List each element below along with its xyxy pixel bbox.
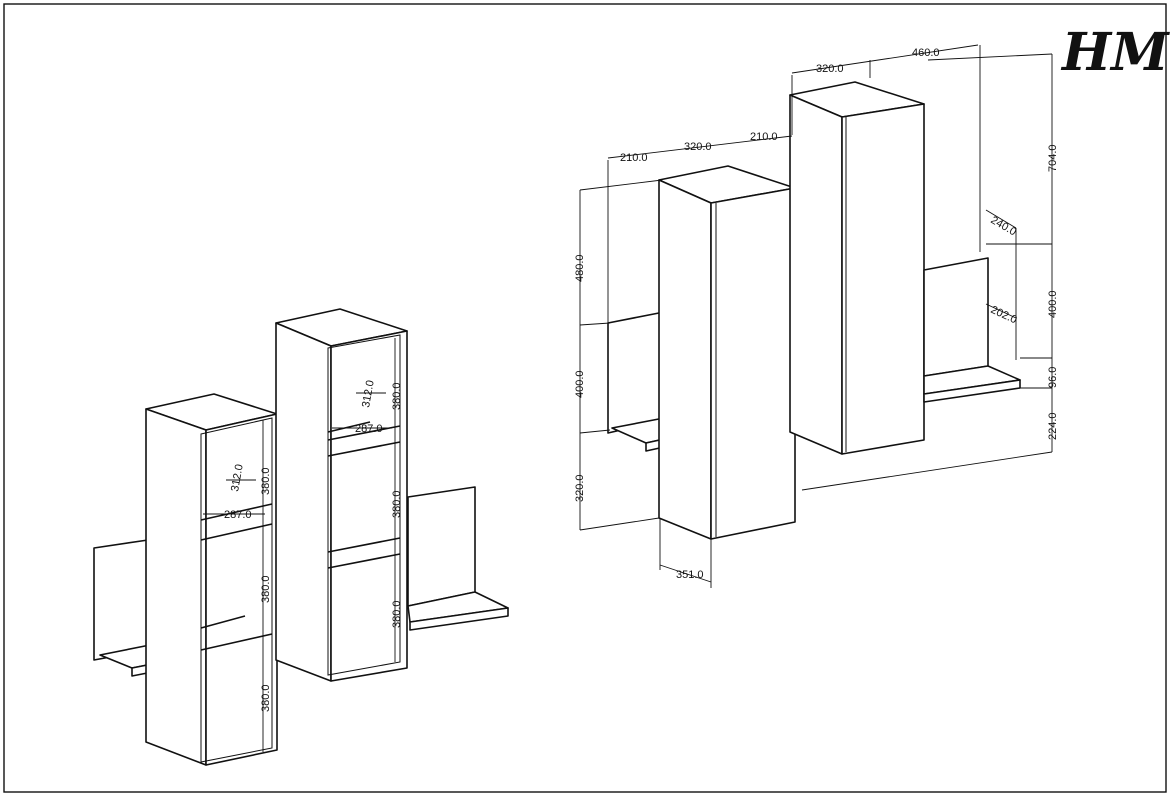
dim-320-left: 320.0 — [574, 474, 586, 502]
brand-logo: HM — [1060, 22, 1170, 83]
dim-380-left-mid: 380.0 — [260, 575, 272, 603]
dim-480: 480.0 — [574, 254, 586, 282]
dim-380-right-top: 380.0 — [391, 382, 403, 410]
dim-380-left-top: 380.0 — [260, 467, 272, 495]
dim-96: 96.0 — [1047, 367, 1059, 388]
dim-320-b: 320.0 — [816, 63, 844, 75]
dim-320-a: 320.0 — [684, 141, 712, 153]
tall-cabinet-front — [658, 165, 796, 540]
left-dimension-lines — [203, 338, 396, 752]
dim-224: 224.0 — [1047, 412, 1059, 440]
dim-210-a: 210.0 — [620, 152, 648, 164]
dim-704: 704.0 — [1047, 144, 1059, 172]
dim-312-left: 312.0 — [229, 463, 246, 492]
right-dimension-lines — [579, 44, 1053, 588]
dim-400-right: 400.0 — [1047, 290, 1059, 318]
dim-312-right: 312.0 — [360, 379, 377, 408]
sheet-border — [3, 3, 1167, 793]
dim-287-left: 287.0 — [224, 509, 252, 521]
dim-202: 202.0 — [989, 304, 1019, 327]
tall-cabinet-back — [789, 81, 925, 455]
left-open-cabinet — [145, 393, 278, 766]
left-shelf-assembly: 312.0 287.0 380.0 380.0 380.0 312.0 287.… — [93, 308, 509, 766]
dim-240: 240.0 — [989, 214, 1019, 238]
dim-210-b: 210.0 — [750, 131, 778, 143]
dim-351: 351.0 — [676, 569, 704, 581]
right-closed-assembly: 210.0 320.0 210.0 320.0 460.0 480.0 400.… — [574, 44, 1059, 588]
dim-380-right-low: 380.0 — [391, 600, 403, 628]
dim-400-left: 400.0 — [574, 370, 586, 398]
right-open-cabinet — [275, 308, 408, 682]
right-wall-shelf — [407, 486, 509, 631]
dim-380-left-low: 380.0 — [260, 684, 272, 712]
right-back-wall-shelf — [923, 257, 1021, 403]
dim-287-right: 287.0 — [355, 423, 383, 435]
dim-380-right-mid: 380.0 — [391, 490, 403, 518]
dim-460: 460.0 — [912, 47, 940, 59]
